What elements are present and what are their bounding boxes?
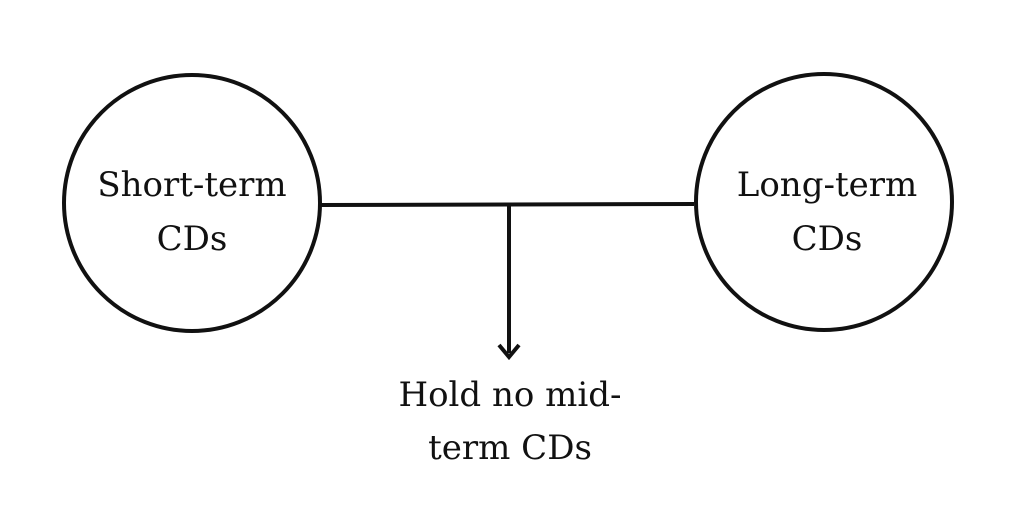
long-term-label-line2: CDs bbox=[792, 219, 863, 259]
down-arrow-head-icon bbox=[497, 343, 521, 361]
outcome-label-line1: Hold no mid- bbox=[398, 375, 621, 415]
outcome-label-line2: term CDs bbox=[428, 428, 592, 468]
short-term-label-line2: CDs bbox=[157, 219, 228, 259]
long-term-cds-node: Long-term CDs bbox=[694, 72, 954, 332]
long-term-label-line1: Long-term bbox=[737, 165, 917, 205]
short-term-cds-node: Short-term CDs bbox=[62, 73, 322, 333]
connector-line bbox=[320, 202, 695, 207]
outcome-node: Hold no mid- term CDs bbox=[398, 375, 621, 468]
short-term-label-line1: Short-term bbox=[97, 165, 286, 205]
long-term-circle bbox=[694, 72, 954, 332]
short-term-circle bbox=[62, 73, 322, 333]
